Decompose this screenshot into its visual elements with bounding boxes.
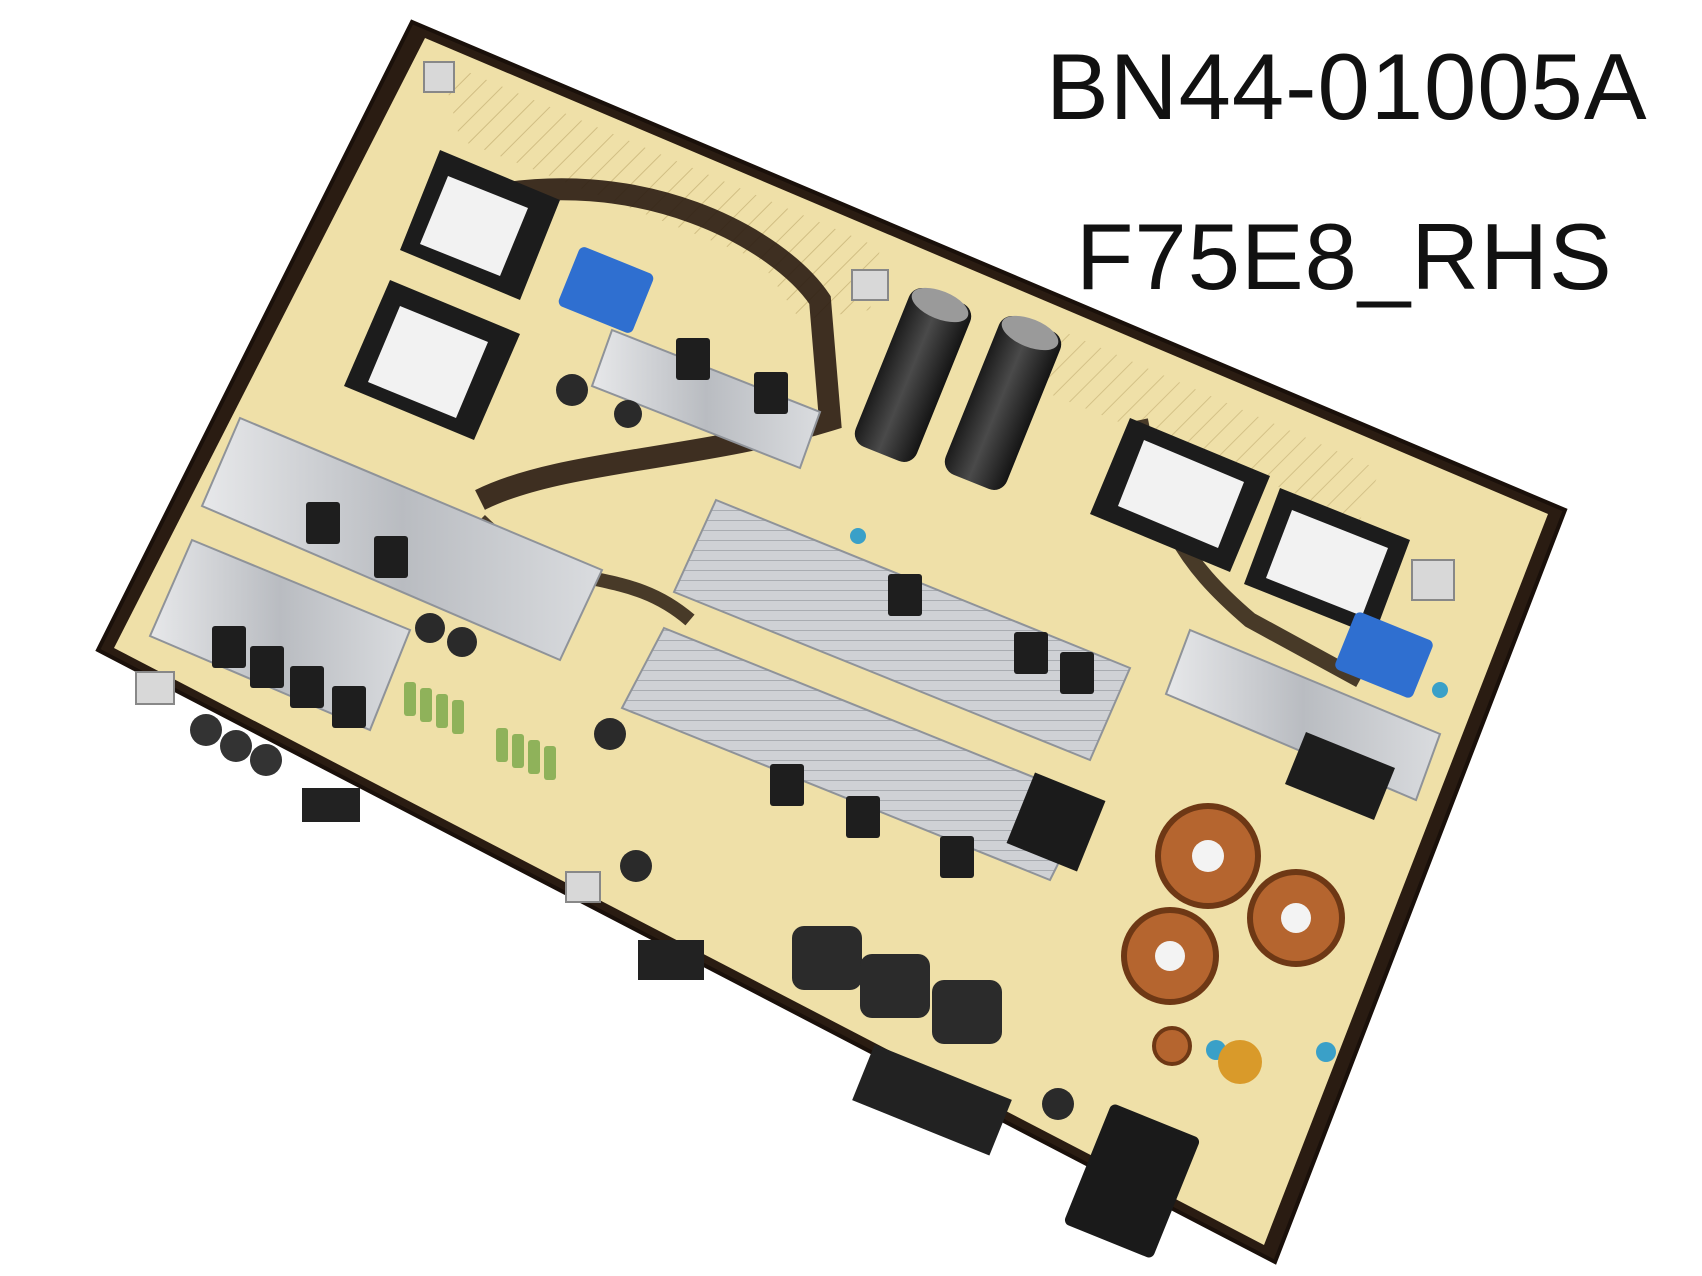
disc-capacitor [1218, 1040, 1262, 1084]
electrolytic-capacitors [854, 287, 1062, 490]
black-inductors [792, 926, 1002, 1044]
transformer-upper-left [400, 150, 560, 300]
heatsink-center-lower [620, 626, 1092, 882]
board-code-caption: F75E8_RHS [1076, 204, 1613, 309]
transformer-right-b [1244, 488, 1410, 636]
blue-capacitor-top [558, 247, 654, 333]
heatsink-right [1164, 628, 1442, 802]
small-capacitors [190, 374, 1448, 1120]
relay [1006, 772, 1106, 872]
blue-capacitor-right [1335, 612, 1433, 698]
connectors [135, 61, 1455, 1258]
heatsink-center-upper [672, 498, 1132, 762]
heatsink-top [590, 328, 822, 470]
resistor-banks [404, 682, 556, 780]
toroid-chokes [1121, 803, 1345, 1066]
transformer-lower-left [344, 280, 520, 440]
power-transistors [212, 338, 1094, 878]
heatsink-left-lower [148, 538, 412, 732]
model-number-caption: BN44-01005A [1046, 34, 1648, 139]
transformer-right-a [1090, 418, 1270, 572]
bridge-rectifier [1285, 732, 1395, 820]
